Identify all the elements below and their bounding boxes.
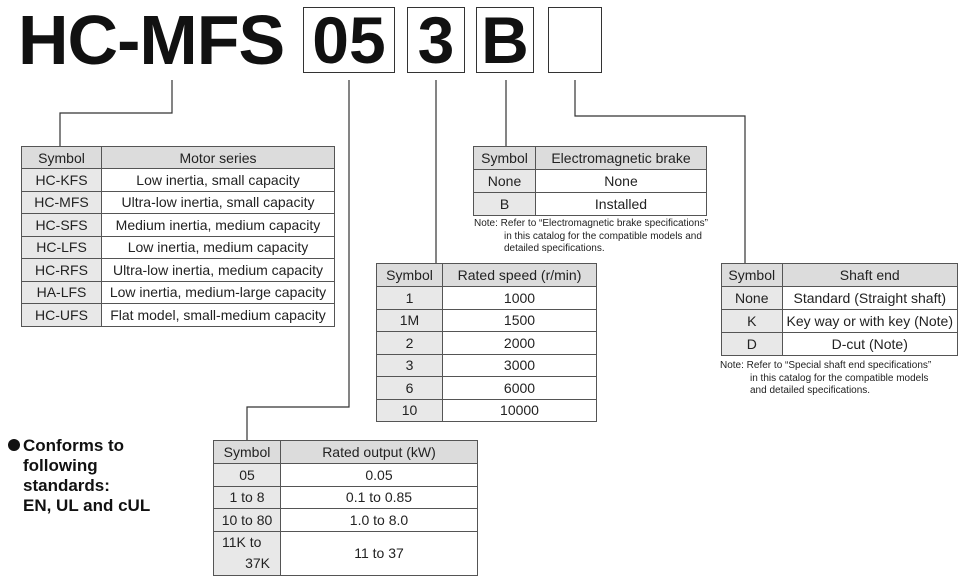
brake-symbol: None — [473, 169, 536, 193]
series-symbol: HC-UFS — [21, 303, 102, 327]
output-symbol: 05 — [213, 463, 281, 487]
speed-value: 10000 — [442, 398, 597, 422]
model-prefix: HC-MFS — [18, 1, 285, 79]
shaft-value: Key way or with key (Note) — [781, 309, 958, 333]
brake-symbol: B — [473, 192, 536, 216]
shaft-note-line: in this catalog for the compatible model… — [750, 372, 929, 384]
brake-code-box: B — [476, 7, 534, 73]
speed-symbol: 1 — [376, 286, 443, 310]
standards-line: EN, UL and cUL — [23, 496, 151, 515]
standards-block: Conforms to following standards: EN, UL … — [8, 436, 150, 516]
connector-series — [59, 80, 173, 146]
speed-symbol: 2 — [376, 331, 443, 355]
brake-note: Note: Refer to “Electromagnetic brake sp… — [474, 218, 744, 256]
output-code-box: 05 — [303, 7, 395, 73]
shaft-symbol: K — [721, 309, 783, 333]
shaft-note-line: Note: Refer to “Special shaft end specif… — [720, 360, 932, 371]
standards-line: following — [23, 456, 98, 475]
speed-value: 2000 — [442, 331, 597, 355]
speed-symbol: 6 — [376, 376, 443, 400]
output-header-symbol: Symbol — [213, 440, 281, 464]
output-symbol: 11K to 37K — [213, 530, 281, 576]
speed-symbol: 1M — [376, 308, 443, 332]
speed-symbol: 10 — [376, 398, 443, 422]
shaft-note-line: and detailed specifications. — [750, 385, 871, 396]
series-description: Ultra-low inertia, medium capacity — [101, 258, 335, 282]
speed-value: 1500 — [442, 308, 597, 332]
shaft-symbol: None — [721, 286, 783, 310]
speed-value: 3000 — [442, 353, 597, 377]
brake-value: Installed — [535, 192, 707, 216]
shaft-note: Note: Refer to “Special shaft end specif… — [720, 360, 964, 398]
series-header-name: Motor series — [101, 146, 335, 169]
shaft-value: Standard (Straight shaft) — [781, 286, 958, 310]
speed-value: 6000 — [442, 376, 597, 400]
series-symbol: HC-SFS — [21, 213, 102, 237]
speed-symbol: 3 — [376, 353, 443, 377]
series-description: Flat model, small-medium capacity — [101, 303, 335, 327]
series-description: Medium inertia, medium capacity — [101, 213, 335, 237]
output-symbol-line1: 11K to — [222, 534, 262, 550]
shaft-symbol: D — [721, 332, 783, 356]
brake-value: None — [535, 169, 707, 193]
output-symbol: 1 to 8 — [213, 485, 281, 509]
series-description: Low inertia, medium-large capacity — [101, 280, 335, 304]
series-symbol: HC-MFS — [21, 190, 102, 214]
series-symbol: HC-RFS — [21, 258, 102, 282]
output-symbol: 10 to 80 — [213, 508, 281, 532]
shaft-code-box — [548, 7, 602, 73]
speed-code-box: 3 — [407, 7, 465, 73]
series-description: Ultra-low inertia, small capacity — [101, 190, 335, 214]
brake-header-symbol: Symbol — [473, 146, 536, 170]
series-description: Low inertia, medium capacity — [101, 235, 335, 259]
series-description: Low inertia, small capacity — [101, 168, 335, 192]
shaft-header-symbol: Symbol — [721, 263, 783, 287]
shaft-value: D-cut (Note) — [781, 332, 958, 356]
speed-header-symbol: Symbol — [376, 263, 443, 287]
output-value: 11 to 37 — [280, 530, 478, 576]
brake-header-name: Electromagnetic brake — [535, 146, 707, 170]
output-header-name: Rated output (kW) — [280, 440, 478, 464]
brake-note-line: Note: Refer to “Electromagnetic brake sp… — [474, 218, 708, 229]
output-value: 0.1 to 0.85 — [280, 485, 478, 509]
series-symbol: HA-LFS — [21, 280, 102, 304]
output-value: 0.05 — [280, 463, 478, 487]
shaft-header-name: Shaft end — [781, 263, 958, 287]
output-value: 1.0 to 8.0 — [280, 508, 478, 532]
speed-value: 1000 — [442, 286, 597, 310]
brake-note-line: detailed specifications. — [504, 243, 605, 254]
series-symbol: HC-LFS — [21, 235, 102, 259]
standards-line: standards: — [23, 476, 110, 495]
series-symbol: HC-KFS — [21, 168, 102, 192]
brake-note-line: in this catalog for the compatible model… — [504, 230, 702, 242]
bullet-icon — [8, 439, 20, 451]
standards-line: Conforms to — [23, 436, 125, 455]
speed-header-name: Rated speed (r/min) — [442, 263, 597, 287]
output-symbol-line2: 37K — [245, 555, 270, 571]
series-header-symbol: Symbol — [21, 146, 102, 169]
